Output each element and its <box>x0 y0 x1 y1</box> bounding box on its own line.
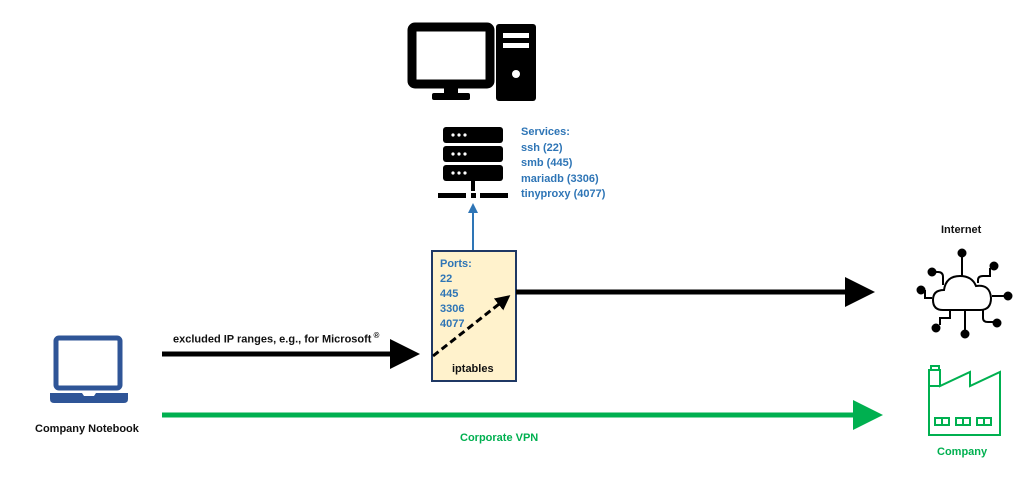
company-label: Company <box>937 446 988 458</box>
service-item: mariadb (3306) <box>521 172 599 185</box>
internet-label: Internet <box>941 224 982 236</box>
service-item: tinyproxy (4077) <box>521 188 606 200</box>
excluded-route-label: excluded IP ranges, e.g., for Microsoft® <box>173 331 379 346</box>
desktop-computer-icon <box>407 22 536 101</box>
iptables-box <box>431 250 517 382</box>
service-item: smb (445) <box>521 157 573 169</box>
registered-mark: ® <box>373 331 380 340</box>
ports-list: Ports: 22 445 3306 4077 <box>440 257 472 332</box>
port-item: 3306 <box>440 303 465 315</box>
notebook-label: Company Notebook <box>35 423 139 435</box>
services-list: Services: ssh (22) smb (445) mariadb (33… <box>521 125 605 203</box>
vpn-label: Corporate VPN <box>460 432 539 444</box>
laptop-icon <box>50 335 128 403</box>
port-item: 4077 <box>440 318 465 330</box>
forwarded-traffic-arrow <box>432 295 511 358</box>
port-item: 22 <box>440 273 453 285</box>
excluded-route-text: excluded IP ranges, e.g., for Microsoft <box>173 333 372 346</box>
port-item: 445 <box>440 288 459 300</box>
server-icon <box>438 127 508 198</box>
internet-cloud-icon <box>916 248 1013 339</box>
service-item: ssh (22) <box>521 141 563 154</box>
iptables-label: iptables <box>452 363 494 375</box>
services-title: Services: <box>521 126 570 138</box>
company-factory-icon <box>928 365 1001 436</box>
ports-title: Ports: <box>440 258 472 270</box>
